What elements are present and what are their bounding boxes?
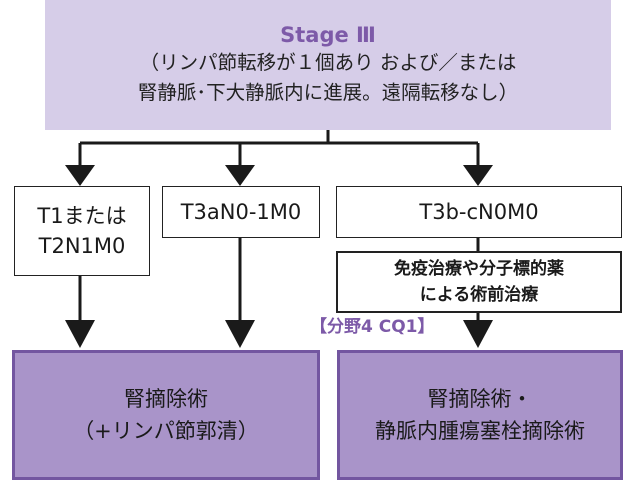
stage-desc-line1: （リンパ節転移が１個あり および／または xyxy=(139,51,517,74)
category-box-t3a: T3aN0-1M0 xyxy=(162,186,320,238)
outcome-line2: 静脈内腫瘍塞栓摘除術 xyxy=(375,419,585,443)
neoadjuvant-line1: 免疫治療や分子標的薬 xyxy=(394,259,564,279)
arrowhead-2 xyxy=(225,165,255,186)
outcome-box-thrombectomy: 腎摘除術・ 静脈内腫瘍塞栓摘除術 xyxy=(337,350,623,480)
neoadjuvant-box: 免疫治療や分子標的薬 による術前治療 xyxy=(336,251,622,313)
stage-title: Stage Ⅲ xyxy=(280,23,376,47)
category-label: T3aN0-1M0 xyxy=(180,200,302,224)
category-label: T3b-cN0M0 xyxy=(419,200,539,224)
outcome-box-nephrectomy: 腎摘除術 （+リンパ節郭清） xyxy=(12,350,320,480)
outcome-line2: （+リンパ節郭清） xyxy=(73,419,259,443)
category-label: T1または xyxy=(37,204,127,228)
stage-box: Stage Ⅲ （リンパ節転移が１個あり および／または 腎静脈･下大静脈内に進… xyxy=(45,0,611,130)
neoadjuvant-line2: による術前治療 xyxy=(419,285,539,305)
stage-desc-line2: 腎静脈･下大静脈内に進展。遠隔転移なし） xyxy=(137,81,519,104)
arrowhead-3 xyxy=(463,165,493,186)
outcome-line1: 腎摘除術・ xyxy=(427,387,533,411)
arrowhead-1 xyxy=(65,165,95,186)
arrowhead-5 xyxy=(225,320,255,348)
arrowhead-4 xyxy=(65,320,95,348)
outcome-line1: 腎摘除術 xyxy=(124,387,208,411)
category-box-t1-t2: T1または T2N1M0 xyxy=(14,186,150,276)
guideline-reference-label: 【分野4 CQ1】 xyxy=(310,317,435,337)
category-box-t3bc: T3b-cN0M0 xyxy=(336,186,622,238)
arrowhead-6 xyxy=(463,320,493,348)
category-label: T2N1M0 xyxy=(38,234,126,258)
